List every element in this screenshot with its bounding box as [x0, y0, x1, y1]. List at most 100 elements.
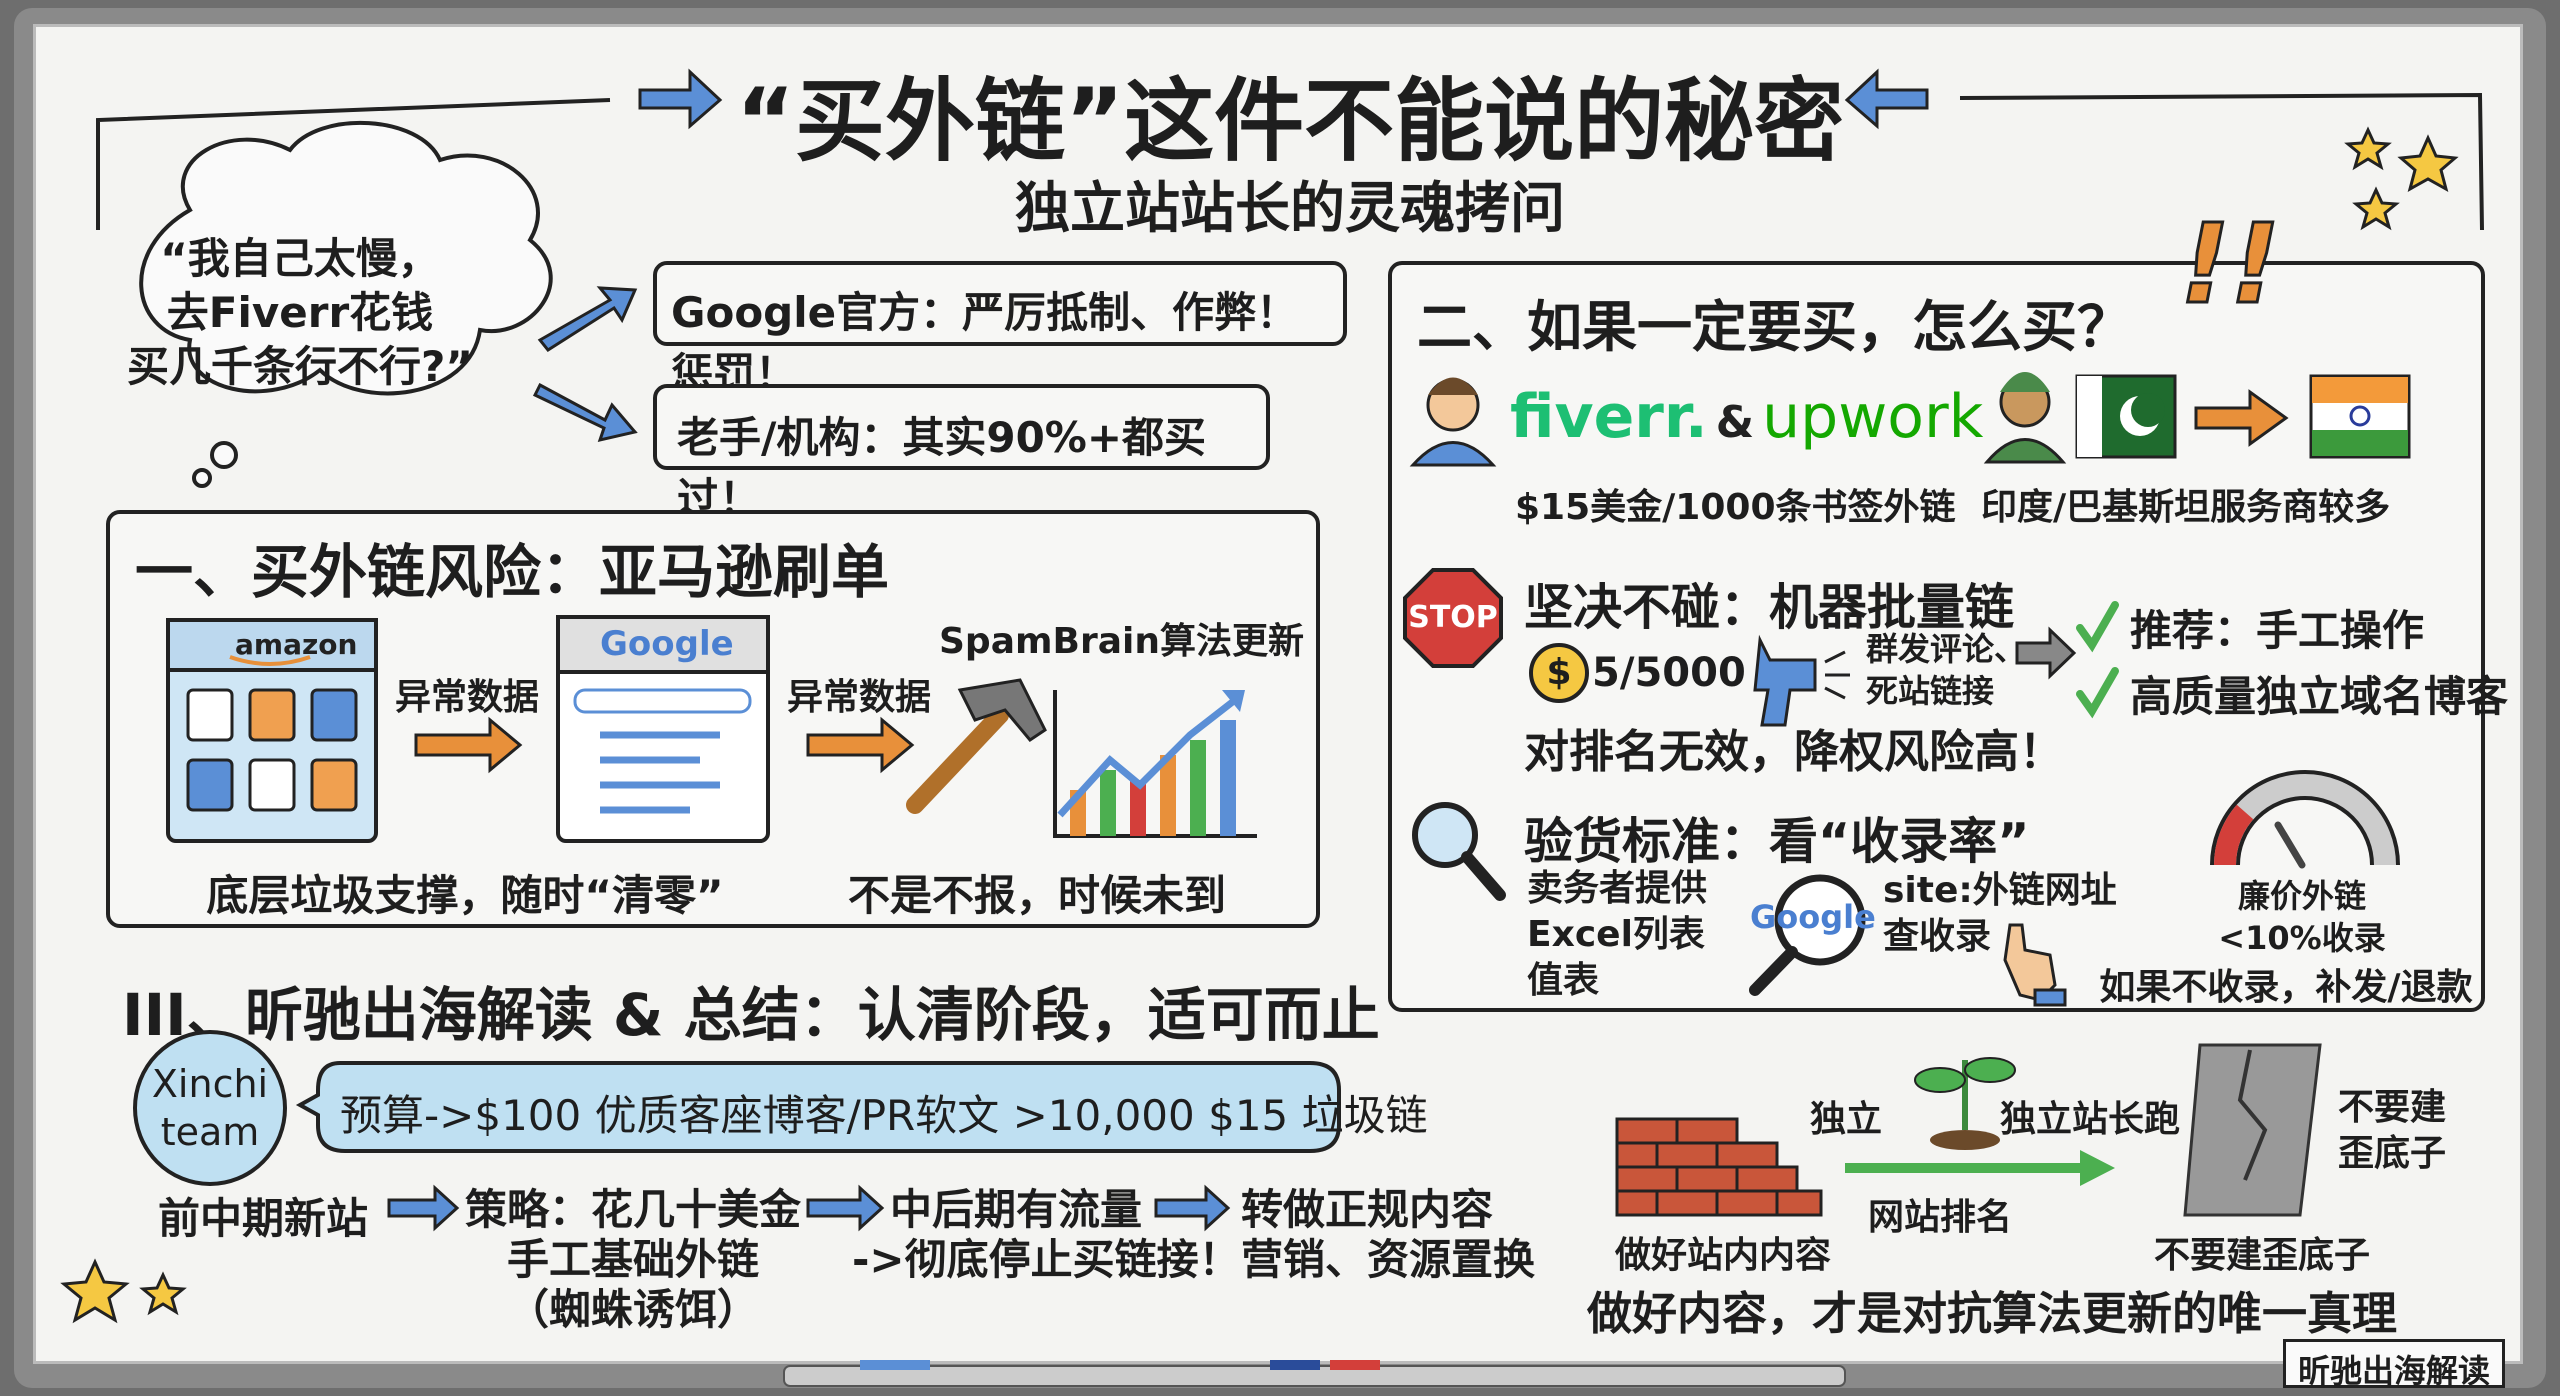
long-run-label: 独立站长跑 [2000, 1099, 2181, 1140]
fiverr-logo: fiverr.&upwork [1510, 382, 1983, 452]
good-content-label: 做好站内内容 [1614, 1235, 1832, 1276]
conclusion: 做好内容，才是对抗算法更新的唯一真理 [1586, 1287, 2398, 1340]
amazon-logo: amazon [235, 628, 358, 661]
caption-right: 不是不报，时候未到 [847, 871, 1227, 920]
gauge-icon [2210, 770, 2400, 869]
thought-text: “我自己太慢， 去Fiverr花钱 买几千条行不行?” [127, 232, 473, 394]
site-line: site:外链网址 [1883, 870, 2117, 911]
seller-line: 卖务者提供 [1527, 868, 1708, 909]
budget-comparison: 预算->$100 优质客座博客/PR软文 >10,000 $15 垃圾链 [340, 1091, 1428, 1140]
gauge-line: 廉价外链 [2237, 877, 2367, 915]
caption-left: 底层垃圾支撑，随时“清零” [206, 871, 724, 920]
india-flag-icon [2309, 374, 2411, 459]
check-icons [2076, 601, 2119, 719]
site-query: site:外链网址查收录 [1883, 868, 2117, 960]
stop-sign-icon [1403, 568, 1503, 668]
pakistan-flag-icon [2075, 374, 2177, 459]
growth-chart-icon [1053, 690, 1257, 838]
no-crooked-side: 不要建歪底子 [2338, 1085, 2446, 1177]
section-1-title: 一、买外链风险：亚马逊刷单 [135, 538, 890, 606]
flow-stage-1: 前中期新站 [158, 1194, 369, 1243]
side-line: 歪底子 [2338, 1133, 2447, 1174]
brand-badge: 昕驰出海解读 [2283, 1339, 2506, 1390]
abnormal-data-label: 异常数据 [395, 677, 540, 718]
magnifier-icon [1412, 802, 1506, 901]
google-window-icon [556, 615, 770, 843]
spam-line: 群发评论、 [1866, 630, 2027, 668]
upwork-text: upwork [1762, 382, 1984, 452]
amazon-window-icon [166, 618, 378, 843]
seller-excel: 卖务者提供 Excel列表值表 [1527, 866, 1707, 1004]
gauge-line: <10%收录 [2218, 919, 2386, 957]
thought-line: 去Fiverr花钱 [166, 288, 434, 337]
dollar-icon: $ [1546, 652, 1572, 693]
flow-stage-4: 转做正规内容营销、资源置换 [1241, 1185, 1535, 1285]
google-magnifier-icon [1749, 874, 1866, 996]
flow-line: 营销、资源置换 [1241, 1235, 1536, 1284]
speech-bubble [295, 1061, 1341, 1153]
flow-stage-2: 策略：花几十美金手工基础外链（蜘蛛诱饵） [465, 1185, 801, 1335]
price-label: $15美金/1000条书签外链 [1515, 487, 1956, 528]
thought-bubble [139, 120, 553, 396]
fiverr-text: fiverr. [1510, 382, 1708, 452]
thought-line: 买几千条行不行?” [127, 342, 473, 391]
avoid-result: 对排名无效，降权风险高！ [1524, 725, 2065, 778]
stop-sign-text: STOP [1408, 600, 1498, 635]
ranking-label: 网站排名 [1867, 1197, 2013, 1238]
spambrain-label: SpamBrain算法更新 [939, 621, 1304, 662]
arrow-down-icon [532, 382, 638, 443]
flow-line: ->彻底停止买链接！ [852, 1235, 1241, 1284]
spam-line: 死站链接 [1866, 672, 1995, 710]
avoid-title: 坚决不碰：机器批量链 [1524, 579, 2015, 636]
google-logo: Google [600, 624, 734, 664]
arrow-left-icon [1844, 68, 1929, 130]
abnormal-data-label: 异常数据 [787, 677, 932, 718]
arrow-right-icon [414, 716, 523, 774]
pointing-hand-icon [2003, 923, 2067, 1007]
seller-line: 值表 [1527, 960, 1600, 1001]
flow-line: 中后期有流量 [890, 1185, 1143, 1234]
exclamation-icon: !! [2178, 199, 2281, 330]
flow-stage-3: 中后期有流量->彻底停止买链接！ [852, 1185, 1241, 1285]
flow-line: 转做正规内容 [1241, 1185, 1494, 1234]
arrow-right-icon [638, 68, 723, 130]
no-crooked-label: 不要建歪底子 [2153, 1235, 2371, 1276]
gauge-caption: 廉价外链 <10%收录 [2218, 875, 2385, 959]
arrow-right-icon [1845, 1150, 2115, 1186]
hammer-icon [906, 678, 1047, 814]
team-circle [133, 1030, 287, 1186]
flow-line: 手工基础外链 [507, 1235, 760, 1284]
independent-label: 独立 [1810, 1099, 1883, 1140]
person-icon [1409, 377, 1497, 467]
arrow-right-icon [2015, 626, 2077, 680]
price-ratio: 5/5000 [1592, 650, 1746, 696]
flow-line: （蜘蛛诱饵） [507, 1285, 760, 1334]
section-3-title: III、昕驰出海解读 & 总结：认清阶段，适可而止 [122, 981, 1380, 1049]
star-icons [60, 126, 2459, 1324]
brick-wall-icon [1615, 1117, 1823, 1217]
sprout-icon [1914, 1057, 2016, 1150]
spam-types: 群发评论、死站链接 [1866, 628, 2026, 712]
recommend-1: 推荐：手工操作 [2130, 606, 2425, 655]
providers-label: 印度/巴基斯坦服务商较多 [1981, 487, 2391, 528]
team-line: team [160, 1110, 260, 1154]
side-line: 不要建 [2338, 1087, 2447, 1128]
arrow-right-icon [806, 716, 915, 774]
page-title: “买外链”这件不能说的秘密 [735, 69, 1845, 174]
refund-note: 如果不收录，补发/退款 [2099, 967, 2473, 1008]
section-2-title: 二、如果一定要买，怎么买？ [1417, 295, 2133, 359]
thought-line: “我自己太慢， [160, 234, 440, 283]
arrow-up-icon [537, 286, 638, 352]
spray-gun-icon [1753, 634, 1850, 727]
arrow-right-icon [2194, 389, 2289, 447]
check-title: 验货标准：看“收录率” [1524, 813, 2030, 870]
pakistani-man-icon [1983, 372, 2067, 464]
cracked-wall-icon [2183, 1043, 2322, 1217]
answer-veterans: 老手/机构：其实90%+都买过！ [653, 384, 1270, 523]
team-line: Xinchi [151, 1062, 269, 1106]
page-subtitle: 独立站站长的灵魂拷问 [1014, 176, 1566, 240]
seller-line: Excel列表 [1527, 914, 1705, 955]
